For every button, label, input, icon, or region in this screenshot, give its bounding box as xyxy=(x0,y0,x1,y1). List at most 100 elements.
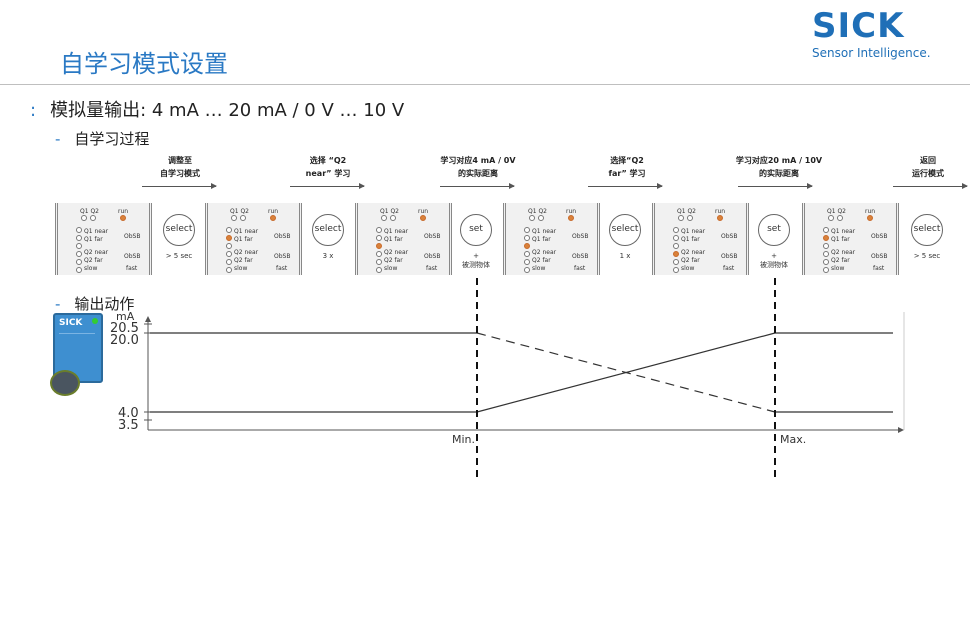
set-button[interactable]: set xyxy=(758,214,790,246)
q1q2-label: Q1 Q2 xyxy=(677,208,696,215)
q2-near-label: Q2 near xyxy=(681,249,706,256)
obsb-label-2: ObSB xyxy=(871,253,888,260)
fast-label: fast xyxy=(276,265,288,272)
step-label-2: 选择 “Q2 near” 学习 xyxy=(305,156,351,178)
menu-led xyxy=(76,227,82,233)
indicator-led xyxy=(390,215,396,221)
y-axis-arrow xyxy=(145,316,151,322)
q1-near-label: Q1 near xyxy=(84,228,109,235)
menu-led xyxy=(673,251,679,257)
button-caption: + 被测物体 xyxy=(462,252,490,269)
menu-led xyxy=(226,227,232,233)
obsb-label-2: ObSB xyxy=(274,253,291,260)
menu-led xyxy=(673,227,679,233)
menu-led xyxy=(376,267,382,273)
q2-near-label: Q2 near xyxy=(831,249,856,256)
q1-far-label: Q1 far xyxy=(384,236,403,243)
sub-bullet-teach: -自学习过程 xyxy=(55,128,149,149)
q1q2-label: Q1 Q2 xyxy=(230,208,249,215)
menu-led xyxy=(823,235,829,241)
select-button[interactable]: select xyxy=(163,214,195,246)
menu-led xyxy=(76,259,82,265)
step-label-3: 学习对应4 mA / 0V 的实际距离 xyxy=(440,156,516,178)
y-tick-20-0: 20.0 xyxy=(110,333,139,348)
q1q2-label: Q1 Q2 xyxy=(827,208,846,215)
menu-led xyxy=(524,259,530,265)
bullet-dash: - xyxy=(55,295,61,313)
menu-led xyxy=(524,251,530,257)
q1-near-label: Q1 near xyxy=(234,228,259,235)
run-label: run xyxy=(715,208,726,215)
set-button[interactable]: set xyxy=(460,214,492,246)
obsb-label-2: ObSB xyxy=(721,253,738,260)
y-axis-label: mA xyxy=(116,310,135,323)
menu-led xyxy=(376,227,382,233)
indicator-led xyxy=(867,215,873,221)
menu-led xyxy=(376,251,382,257)
slow-label: slow xyxy=(234,265,248,272)
q1-near-label: Q1 near xyxy=(831,228,856,235)
q1q2-label: Q1 Q2 xyxy=(528,208,547,215)
logo-tagline: Sensor Intelligence. xyxy=(812,46,931,60)
page-title: 自学习模式设置 xyxy=(60,50,228,78)
obsb-label-1: ObSB xyxy=(871,233,888,240)
button-caption: 3 x xyxy=(322,252,334,260)
indicator-led xyxy=(828,215,834,221)
step-arrow-1 xyxy=(142,183,217,189)
device-brand: SICK xyxy=(59,318,83,328)
menu-led xyxy=(673,267,679,273)
obsb-label-1: ObSB xyxy=(721,233,738,240)
select-button[interactable]: select xyxy=(609,214,641,246)
slow-label: slow xyxy=(831,265,845,272)
select-button[interactable]: select xyxy=(312,214,344,246)
menu-led xyxy=(823,251,829,257)
sub-bullet-teach-text: 自学习过程 xyxy=(74,130,150,148)
device-connector xyxy=(50,370,80,396)
obsb-label-1: ObSB xyxy=(424,233,441,240)
indicator-led xyxy=(81,215,87,221)
main-bullet: :模拟量输出: 4 mA … 20 mA / 0 V … 10 V xyxy=(30,96,404,122)
menu-led xyxy=(376,259,382,265)
sub-bullet-output-text: 输出动作 xyxy=(74,295,135,313)
run-label: run xyxy=(268,208,279,215)
device-label-area xyxy=(59,333,95,374)
fast-label: fast xyxy=(126,265,138,272)
indicator-led xyxy=(529,215,535,221)
menu-led xyxy=(524,227,530,233)
q2-far-label: Q2 far xyxy=(384,257,403,264)
menu-led xyxy=(226,235,232,241)
main-bullet-text: 模拟量输出: 4 mA … 20 mA / 0 V … 10 V xyxy=(50,100,405,121)
run-label: run xyxy=(118,208,129,215)
indicator-led xyxy=(90,215,96,221)
series-line-1 xyxy=(476,332,776,413)
obsb-label-1: ObSB xyxy=(274,233,291,240)
select-button[interactable]: select xyxy=(911,214,943,246)
indicator-led xyxy=(420,215,426,221)
q2-far-label: Q2 far xyxy=(831,257,850,264)
q2-near-label: Q2 near xyxy=(234,249,259,256)
sick-logo: SICK Sensor Intelligence. xyxy=(812,8,942,60)
menu-led xyxy=(76,251,82,257)
step-arrow-4 xyxy=(588,183,663,189)
menu-led xyxy=(76,267,82,273)
menu-led xyxy=(823,259,829,265)
menu-led xyxy=(524,235,530,241)
q1-far-label: Q1 far xyxy=(84,236,103,243)
step-label-6: 返回 运行模式 xyxy=(912,156,944,178)
indicator-led xyxy=(678,215,684,221)
run-label: run xyxy=(566,208,577,215)
indicator-led xyxy=(687,215,693,221)
indicator-led xyxy=(717,215,723,221)
y-tick-4-0: 4.0 xyxy=(118,406,139,421)
menu-led xyxy=(226,267,232,273)
slow-label: slow xyxy=(681,265,695,272)
y-tick-20-5: 20.5 xyxy=(110,321,139,336)
indicator-led xyxy=(270,215,276,221)
fast-label: fast xyxy=(574,265,586,272)
step-label-5: 学习对应20 mA / 10V 的实际距离 xyxy=(735,156,823,178)
button-caption: + 被测物体 xyxy=(760,252,788,269)
